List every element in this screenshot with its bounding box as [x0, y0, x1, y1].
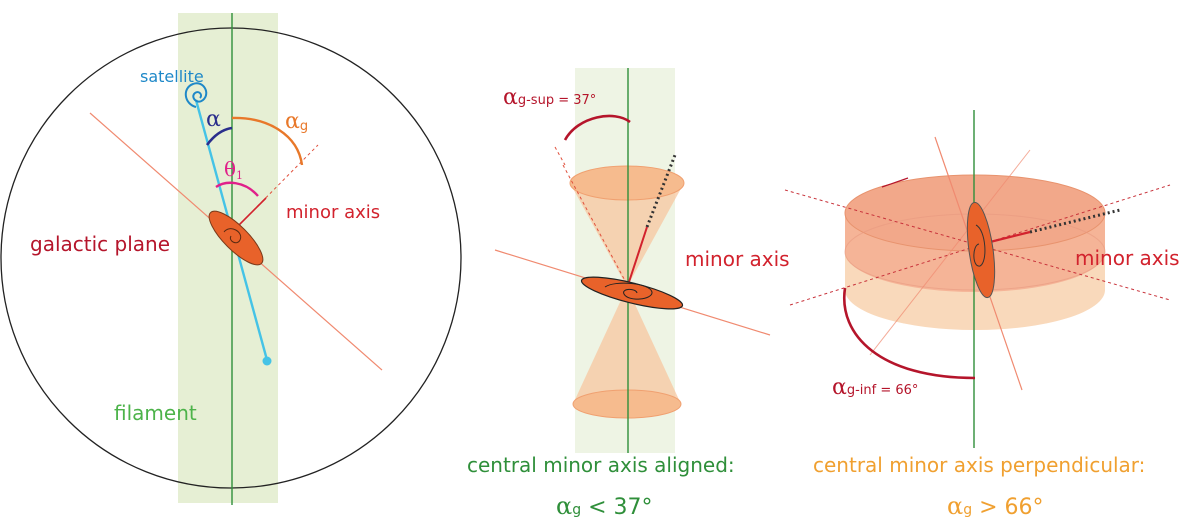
alpha-symbol: α [206, 107, 221, 132]
alpha-g-symbol: αg [285, 109, 308, 134]
double-cone [569, 165, 685, 419]
galactic-disk [208, 210, 264, 266]
outer-circle [0, 27, 462, 489]
alpha-g-arc [231, 116, 304, 166]
minor-axis-label-left: minor axis [286, 202, 380, 223]
galactic-disk-middle [580, 276, 684, 310]
caption-right: central minor axis perpendicular: [813, 453, 1145, 477]
minor-axis-label-right: minor axis [1075, 246, 1180, 270]
condition-middle: αg < 37° [556, 492, 653, 520]
plane-line-right-b [869, 149, 1031, 356]
panel-right: αg-inf = 66° minor axis central minor ax… [784, 110, 1180, 520]
theta-arc [215, 181, 259, 197]
satellite-label: satellite [140, 67, 204, 86]
rotation-tick [881, 177, 909, 188]
sup-reference-dashed [554, 146, 566, 166]
alpha-g-inf-label: αg-inf = 66° [832, 375, 918, 400]
minor-axis-label-middle: minor axis [685, 247, 790, 271]
panel-middle: αg-sup = 37° minor axis central minor ax… [467, 68, 790, 520]
alpha-g-inf-arc [842, 287, 976, 380]
filament-label: filament [114, 401, 197, 425]
panel-left: satellite α αg θ1 minor axis galactic pl… [0, 13, 462, 505]
satellite-end-dot [262, 356, 272, 366]
galactic-disk-right [966, 201, 996, 299]
minor-axis-middle [627, 226, 648, 286]
caption-middle: central minor axis aligned: [467, 453, 735, 477]
satellite-dotted-right [1029, 208, 1121, 234]
alpha-arc [205, 126, 233, 146]
galactic-plane-label: galactic plane [30, 232, 170, 256]
condition-right: αg > 66° [947, 492, 1044, 520]
satellite-spiral-icon [184, 82, 208, 108]
alpha-g-sup-label: αg-sup = 37° [503, 85, 596, 110]
theta-symbol: θ1 [224, 157, 243, 182]
alpha-g-sup-arc [563, 114, 631, 141]
